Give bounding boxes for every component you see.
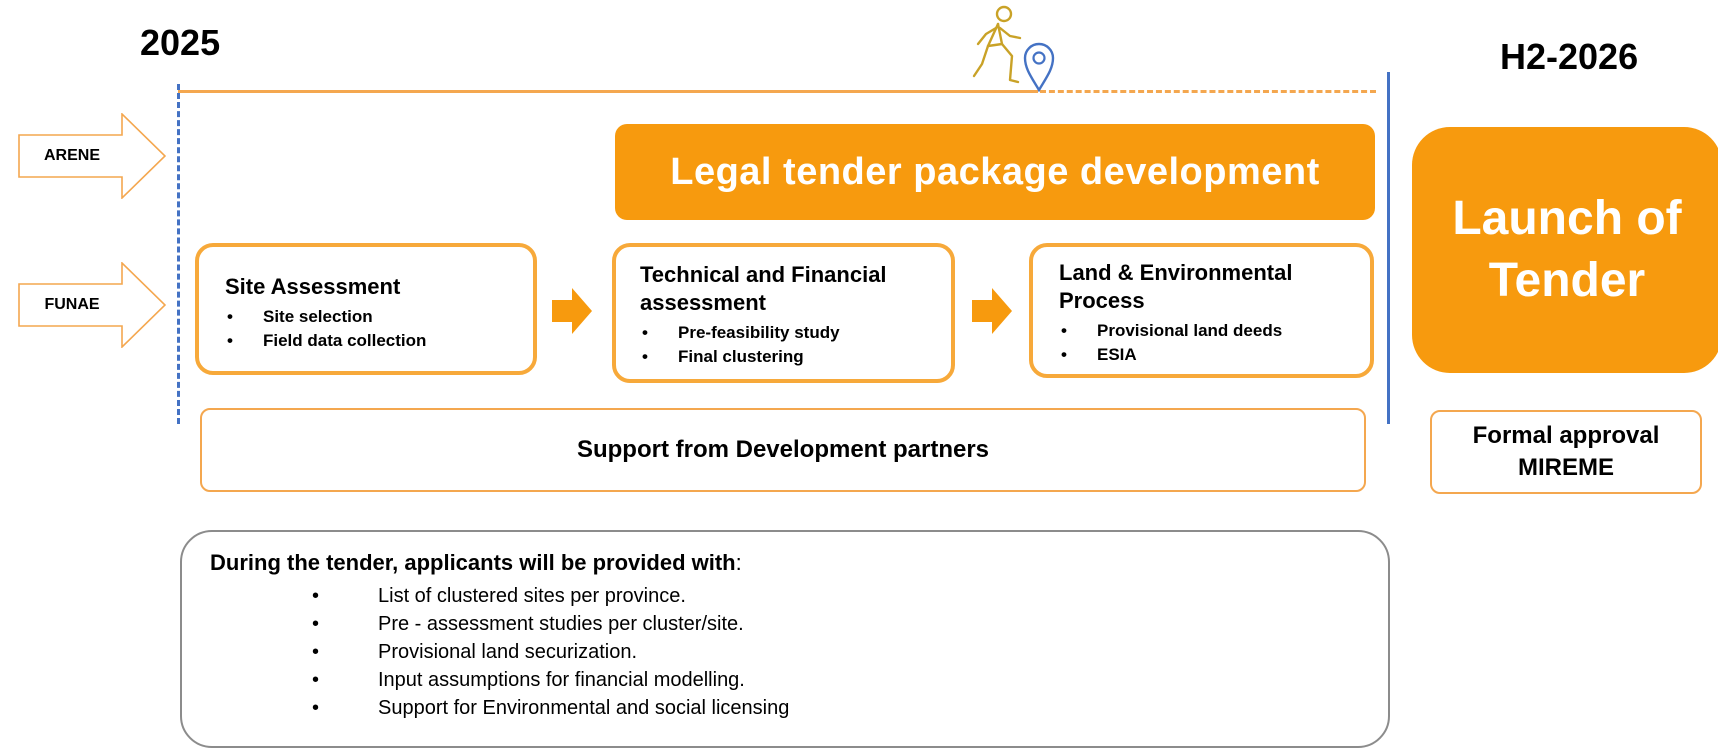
chevron-right-icon	[972, 288, 1012, 334]
tender-info-list: List of clustered sites per province. Pr…	[210, 582, 1388, 722]
step-bullet: Field data collection	[225, 329, 533, 353]
legal-tender-banner: Legal tender package development	[615, 124, 1375, 220]
tender-info-heading: During the tender, applicants will be pr…	[210, 548, 1388, 578]
step-site-assessment: Site Assessment Site selection Field dat…	[195, 243, 537, 375]
step-land-environmental: Land & Environmental Process Provisional…	[1029, 243, 1374, 378]
tender-info-item: Provisional land securization.	[210, 638, 1388, 666]
step-title-line-1: Technical and Financial	[640, 262, 887, 287]
tender-info-item: List of clustered sites per province.	[210, 582, 1388, 610]
step-bullet: ESIA	[1059, 343, 1370, 367]
chevron-right-icon	[552, 288, 592, 334]
heading-text: During the tender, applicants will be pr…	[210, 550, 736, 575]
step-bullets: Pre-feasibility study Final clustering	[640, 321, 951, 369]
support-partners-box: Support from Development partners	[200, 408, 1366, 492]
right-arrow-icon	[18, 113, 166, 199]
tender-info-item: Support for Environmental and social lic…	[210, 694, 1388, 722]
launch-line-1: Launch of	[1452, 192, 1682, 245]
tender-info-item: Pre - assessment studies per cluster/sit…	[210, 610, 1388, 638]
step-bullet: Provisional land deeds	[1059, 319, 1370, 343]
formal-approval-box: Formal approval MIREME	[1430, 410, 1702, 494]
step-bullet: Pre-feasibility study	[640, 321, 951, 345]
step-bullet: Site selection	[225, 305, 533, 329]
step-title-line-1: Land & Environmental	[1059, 260, 1293, 285]
step-title: Technical and Financial assessment	[640, 261, 951, 317]
actor-label: ARENE	[43, 147, 100, 164]
step-bullet: Final clustering	[640, 345, 951, 369]
approval-line-2: MIREME	[1518, 454, 1614, 481]
tender-info-box: During the tender, applicants will be pr…	[180, 530, 1390, 748]
timeline-start-marker	[177, 84, 180, 424]
tender-info-item: Input assumptions for financial modellin…	[210, 666, 1388, 694]
launch-of-tender-box: Launch of Tender	[1412, 127, 1718, 373]
timeline-remaining-line	[1040, 90, 1376, 93]
step-title-line-2: assessment	[640, 290, 766, 315]
timeline-end-marker	[1387, 72, 1390, 424]
actor-arrene: ARENE	[18, 113, 166, 199]
timeline-start-label: 2025	[140, 22, 221, 63]
step-bullets: Provisional land deeds ESIA	[1059, 319, 1370, 367]
launch-line-2: Tender	[1488, 254, 1646, 307]
step-title-line-2: Process	[1059, 288, 1145, 313]
actor-label: FUNAE	[44, 296, 100, 313]
timeline-end-label: H2-2026	[1500, 36, 1639, 77]
step-bullets: Site selection Field data collection	[225, 305, 533, 353]
approval-line-1: Formal approval	[1472, 422, 1660, 449]
timeline-progress-line	[178, 90, 1038, 93]
actor-funae: FUNAE	[18, 262, 166, 348]
location-pin-icon	[1023, 42, 1055, 92]
step-title: Site Assessment	[225, 274, 401, 299]
heading-suffix: :	[735, 550, 742, 575]
step-technical-financial: Technical and Financial assessment Pre-f…	[612, 243, 955, 383]
walking-person-icon	[972, 5, 1022, 84]
step-title: Land & Environmental Process	[1059, 259, 1370, 315]
right-arrow-icon	[18, 262, 166, 348]
